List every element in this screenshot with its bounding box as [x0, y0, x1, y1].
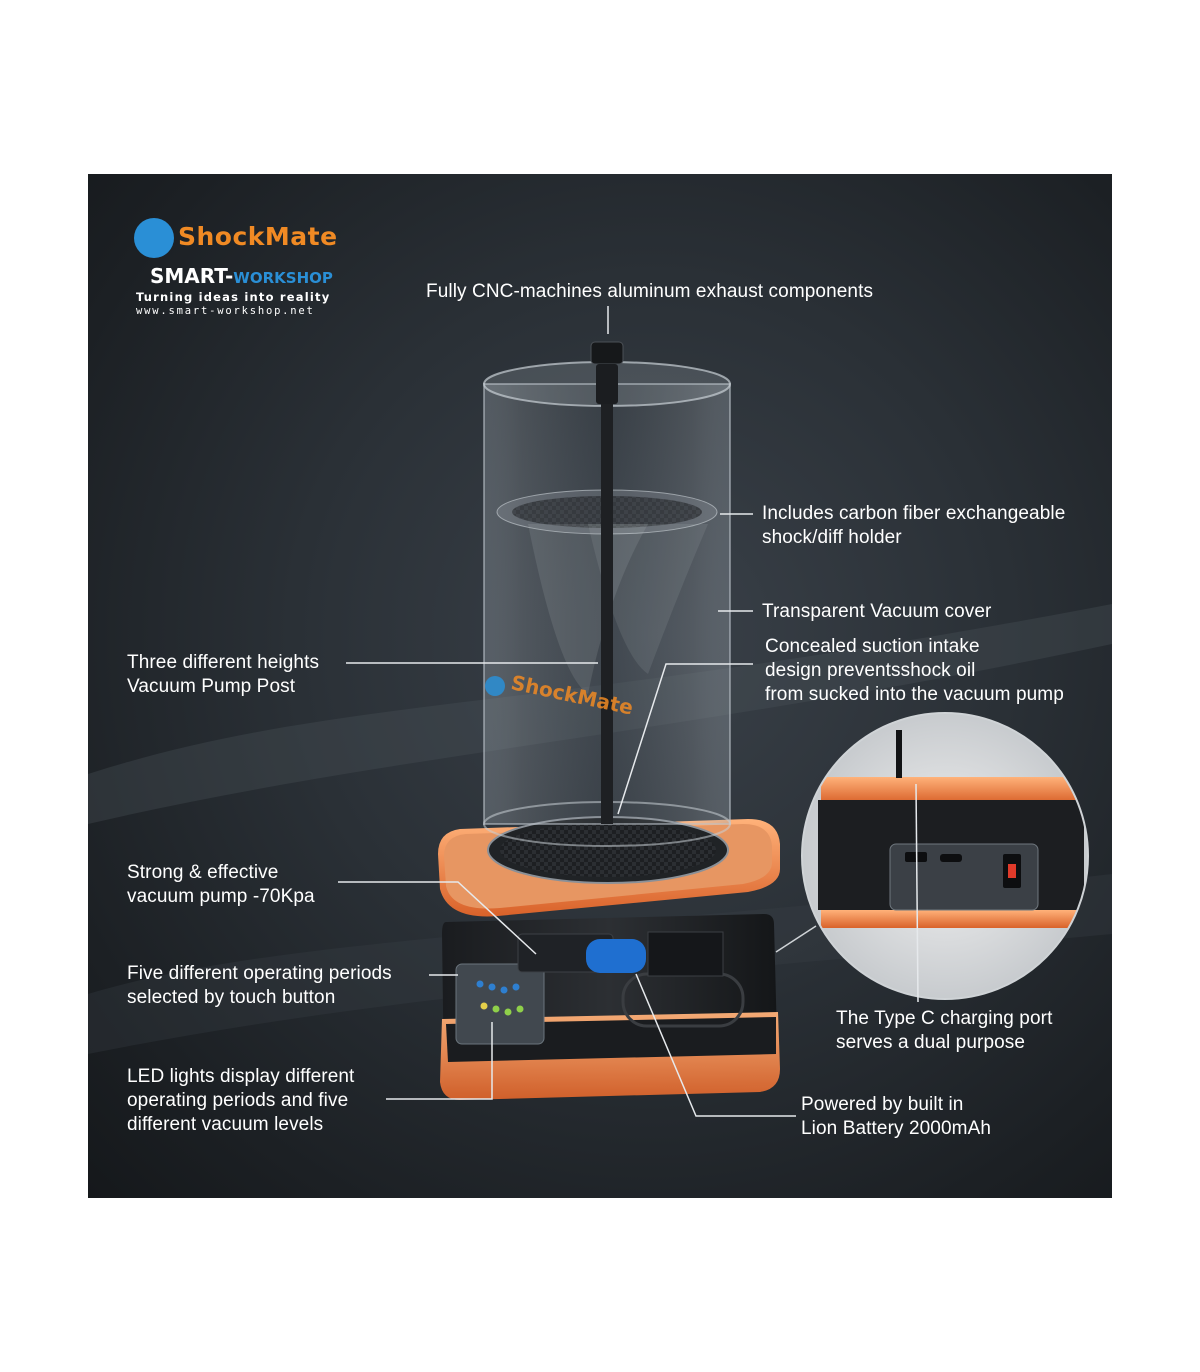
callout-battery: Powered by built in Lion Battery 2000mAh — [801, 1094, 992, 1139]
pump-base — [440, 914, 780, 1100]
callout-cnc-components: Fully CNC-machines aluminum exhaust comp… — [426, 281, 874, 302]
workshop-name-accent: WORKSHOP — [233, 269, 333, 287]
leader-lines — [338, 306, 919, 1117]
product-image-panel: ShockMate — [88, 174, 1112, 1198]
led-indicators — [476, 980, 524, 1016]
workshop-name-main: SMART- — [150, 264, 234, 288]
callout-operating-periods: Five different operating periods selecte… — [127, 963, 392, 1008]
brand-tagline: Turning ideas into reality — [136, 290, 331, 304]
product-illustration: ShockMate — [88, 306, 1112, 1117]
zoom-connector — [775, 925, 817, 953]
brand-name: ShockMate — [178, 222, 338, 251]
brand-website: www.smart-workshop.net — [136, 305, 315, 317]
type-c-port-zoom — [802, 713, 1088, 999]
callout-pump-post: Three different heights Vacuum Pump Post — [127, 652, 320, 697]
callout-led-lights: LED lights display different operating p… — [127, 1066, 355, 1135]
vacuum-plate — [438, 816, 780, 917]
vacuum-cover: ShockMate — [483, 341, 731, 847]
callout-vacuum-cover: Transparent Vacuum cover — [762, 601, 992, 622]
brand-logo: ShockMate SMART-WORKSHOP Turning ideas i… — [132, 214, 372, 324]
callout-suction-intake: Concealed suction intake design prevents… — [765, 636, 1064, 705]
callout-carbon-holder: Includes carbon fiber exchangeable shock… — [762, 503, 1066, 548]
shockmate-logo-icon — [134, 218, 174, 258]
workshop-name: SMART-WORKSHOP — [150, 264, 333, 288]
zoom-ring — [801, 712, 1089, 1000]
callout-vacuum-pump: Strong & effective vacuum pump -70Kpa — [127, 862, 315, 907]
callout-type-c-port: The Type C charging port serves a dual p… — [836, 1008, 1053, 1053]
